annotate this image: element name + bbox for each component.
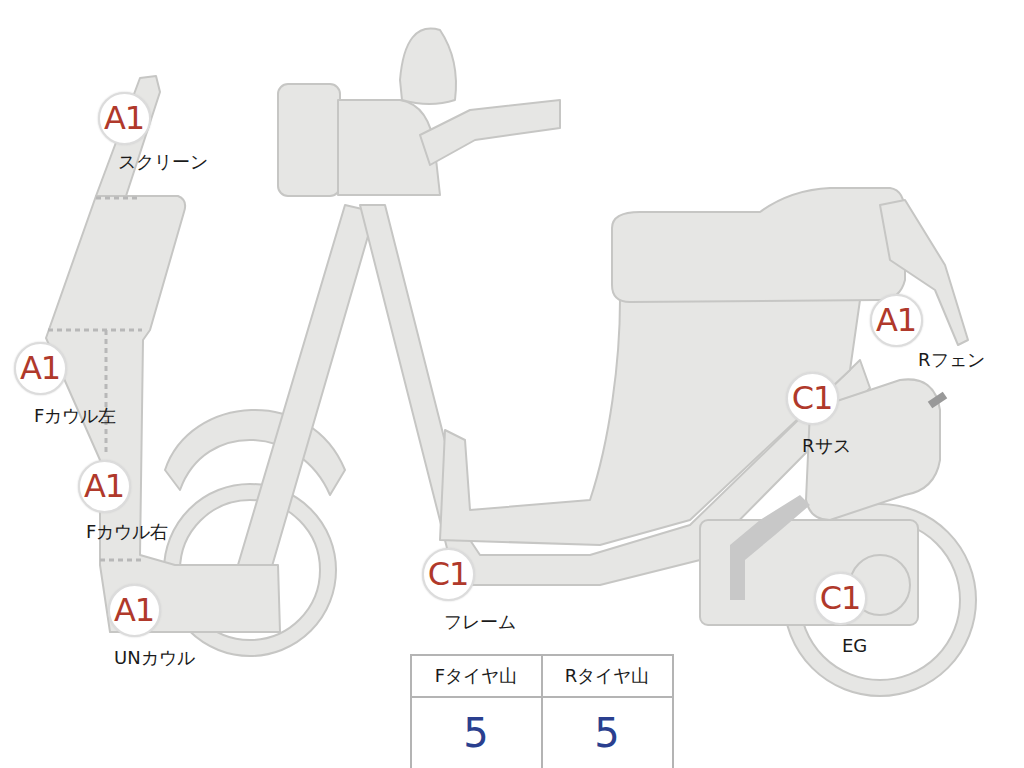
callout-marker: C1Rサス [786, 372, 839, 425]
callout-code: A1 [20, 352, 60, 384]
callout-circle: C1 [814, 572, 867, 625]
callout-code: A1 [104, 102, 144, 134]
callout-circle: A1 [14, 342, 67, 395]
table-header: Fタイヤ山 [435, 664, 517, 688]
callout-code: C1 [428, 558, 469, 590]
screen-panel [96, 76, 160, 196]
callout-code: C1 [792, 382, 833, 414]
rear-axle [930, 395, 945, 405]
panel-seam [96, 197, 138, 200]
callout-marker: C1フレーム [422, 548, 475, 601]
callout-code: C1 [820, 582, 861, 614]
part-name: EG [842, 636, 867, 656]
callout-circle: A1 [78, 460, 131, 513]
part-name: Rサス [802, 436, 851, 456]
seat [612, 188, 905, 302]
headlight [278, 84, 340, 196]
table-value: 5 [594, 710, 619, 756]
callout-circle: A1 [108, 584, 161, 637]
callout-marker: A1Fカウル左 [14, 342, 67, 395]
callout-code: A1 [114, 594, 154, 626]
callout-circle: A1 [98, 92, 151, 145]
table-header: Rタイヤ山 [565, 664, 650, 688]
panel-seam [48, 329, 142, 332]
callout-marker: A1UNカウル [108, 584, 161, 637]
callout-marker: A1Fカウル右 [78, 460, 131, 513]
callout-marker: C1EG [814, 572, 867, 625]
part-name: Fカウル左 [34, 406, 116, 426]
callout-circle: C1 [786, 372, 839, 425]
front-fender [165, 410, 345, 495]
part-name: フレーム [444, 612, 516, 632]
callout-marker: A1Rフェン [870, 294, 923, 347]
callout-code: A1 [876, 304, 916, 336]
table-value: 5 [463, 710, 488, 756]
panel-seam [105, 330, 108, 455]
table-border [411, 655, 673, 768]
part-name: Fカウル右 [86, 522, 168, 542]
mirror [400, 29, 456, 104]
handlebar [420, 100, 560, 165]
part-name: スクリーン [118, 152, 208, 172]
front-fork [235, 205, 375, 580]
part-name: UNカウル [114, 648, 195, 668]
muffler-pipe [730, 495, 810, 600]
table-rule [541, 655, 543, 768]
part-name: Rフェン [918, 350, 985, 370]
callout-marker: A1スクリーン [98, 92, 151, 145]
callout-circle: A1 [870, 294, 923, 347]
panel-seam [100, 559, 142, 562]
tire-table [411, 655, 673, 768]
callout-code: A1 [84, 470, 124, 502]
callout-circle: C1 [422, 548, 475, 601]
